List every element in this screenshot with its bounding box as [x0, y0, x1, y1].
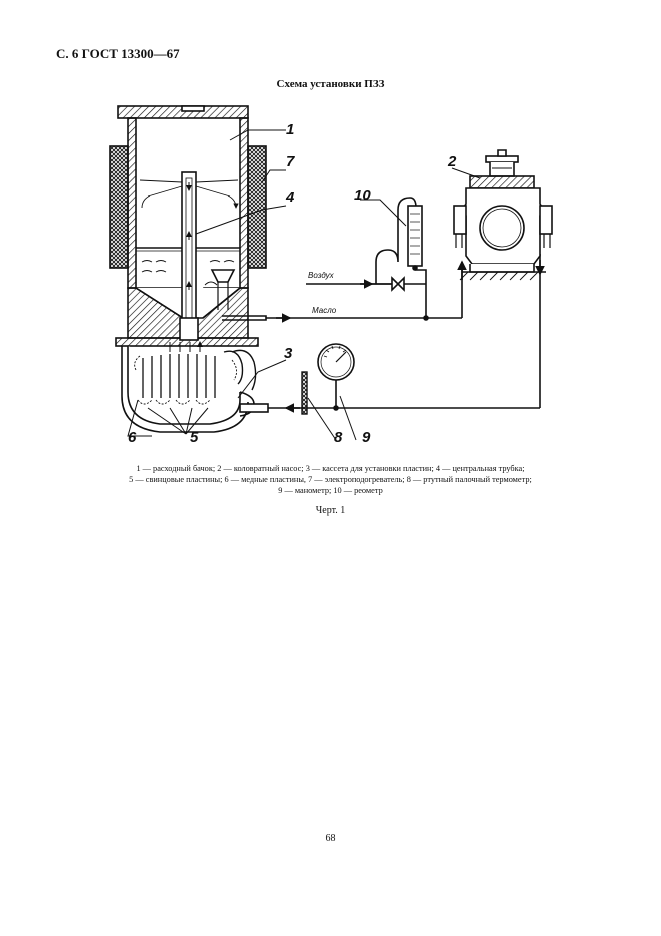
- leader-lines: [127, 129, 481, 441]
- label-1: 1: [286, 121, 294, 138]
- heater-right: [247, 145, 267, 269]
- label-7: 7: [286, 153, 295, 170]
- label-6: 6: [128, 429, 137, 446]
- legend-line-1: 1 — расходный бачок; 2 — коловратный нас…: [136, 464, 525, 473]
- legend: 1 — расходный бачок; 2 — коловратный нас…: [40, 463, 621, 496]
- figure-caption: Черт. 1: [315, 505, 346, 516]
- legend-line-2: 5 — свинцовые пластины; 6 — медные пласт…: [129, 475, 532, 484]
- page-number: 68: [325, 833, 336, 844]
- page-header: С. 6 ГОСТ 13300—67: [56, 46, 180, 61]
- label-3: 3: [284, 345, 293, 362]
- legend-line-3: 9 — манометр; 10 — реометр: [278, 486, 383, 495]
- tank: [109, 105, 267, 347]
- label-oil: Масло: [312, 306, 337, 315]
- pump: [453, 149, 553, 273]
- figure-title: Схема установки ПЗЗ: [276, 78, 385, 90]
- label-air: Воздух: [308, 271, 335, 280]
- label-4: 4: [285, 189, 295, 206]
- pump-ground: [459, 271, 539, 281]
- manometer: [317, 343, 355, 381]
- label-10: 10: [354, 187, 371, 204]
- cassette: [121, 342, 269, 433]
- label-8: 8: [334, 429, 343, 446]
- label-2: 2: [447, 153, 457, 170]
- rheometer: [407, 205, 423, 267]
- thermometer: [301, 371, 308, 415]
- heater-left: [109, 145, 129, 269]
- label-5: 5: [190, 429, 199, 446]
- label-9: 9: [362, 429, 371, 446]
